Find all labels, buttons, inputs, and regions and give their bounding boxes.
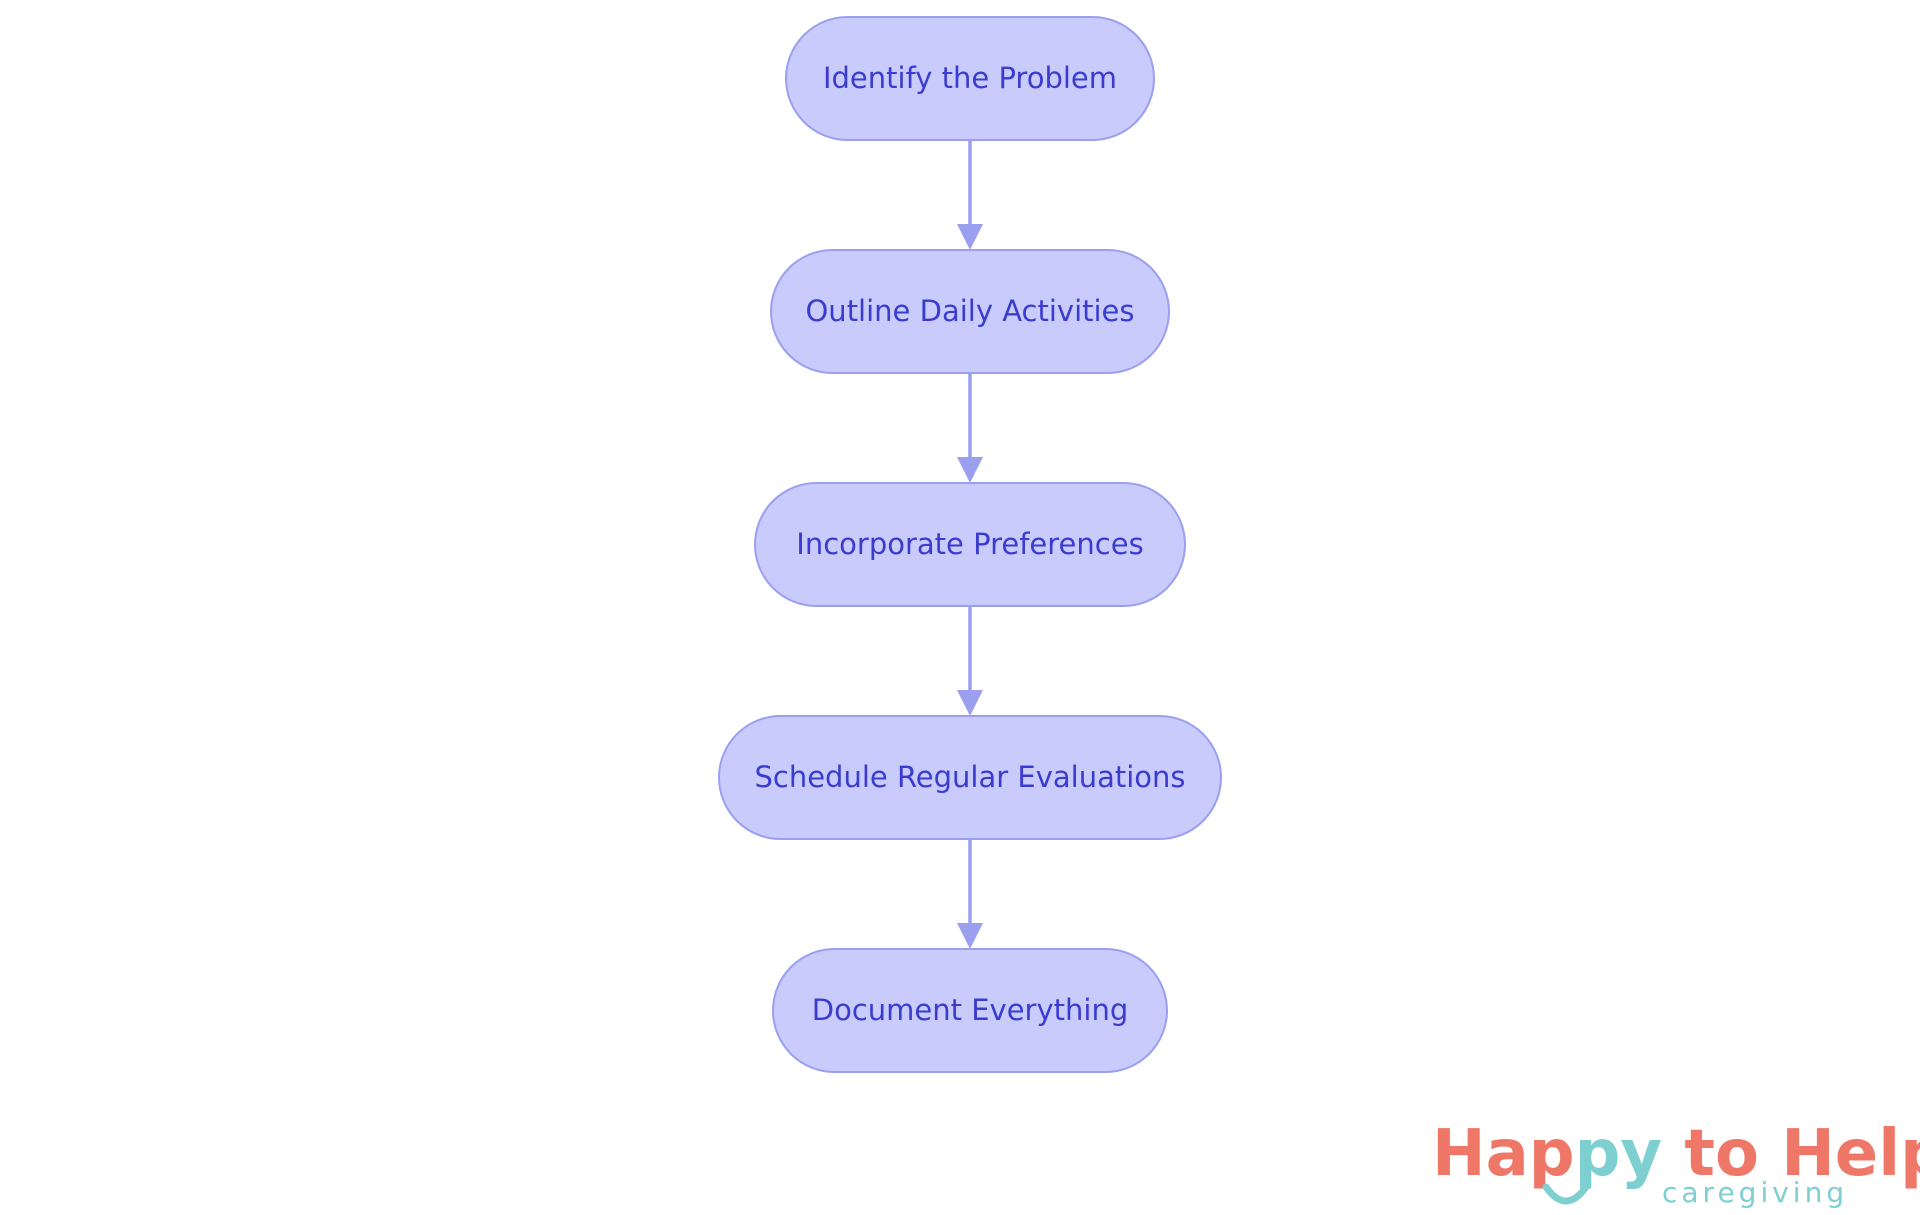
flowchart-edges <box>957 140 983 949</box>
node-identify-the-problem: Identify the Problem <box>785 16 1155 141</box>
node-incorporate-preferences: Incorporate Preferences <box>754 482 1186 607</box>
node-label: Document Everything <box>812 993 1128 1027</box>
node-label: Identify the Problem <box>823 61 1117 95</box>
company-logo: Happy to Help caregiving <box>1432 1117 1920 1209</box>
flowchart-nodes: Identify the Problem Outline Daily Activ… <box>718 16 1222 1073</box>
edge-n3-n4 <box>957 606 983 716</box>
edge-n2-n3 <box>957 373 983 483</box>
edge-n4-n5 <box>957 839 983 949</box>
smile-icon <box>1542 1183 1590 1205</box>
edge-n1-n2 <box>957 140 983 250</box>
logo-title: Happy to Help <box>1432 1117 1920 1191</box>
node-outline-daily-activities: Outline Daily Activities <box>770 249 1170 374</box>
node-label: Schedule Regular Evaluations <box>754 760 1185 794</box>
node-document-everything: Document Everything <box>772 948 1168 1073</box>
logo-subtitle: caregiving <box>1662 1176 1848 1209</box>
node-label: Outline Daily Activities <box>805 294 1134 328</box>
logo-title-part2: py <box>1575 1117 1663 1191</box>
node-label: Incorporate Preferences <box>796 527 1143 561</box>
node-schedule-regular-evaluations: Schedule Regular Evaluations <box>718 715 1222 840</box>
logo-title-part1: Hap <box>1432 1117 1575 1191</box>
logo-title-part3: to Help <box>1662 1117 1920 1191</box>
